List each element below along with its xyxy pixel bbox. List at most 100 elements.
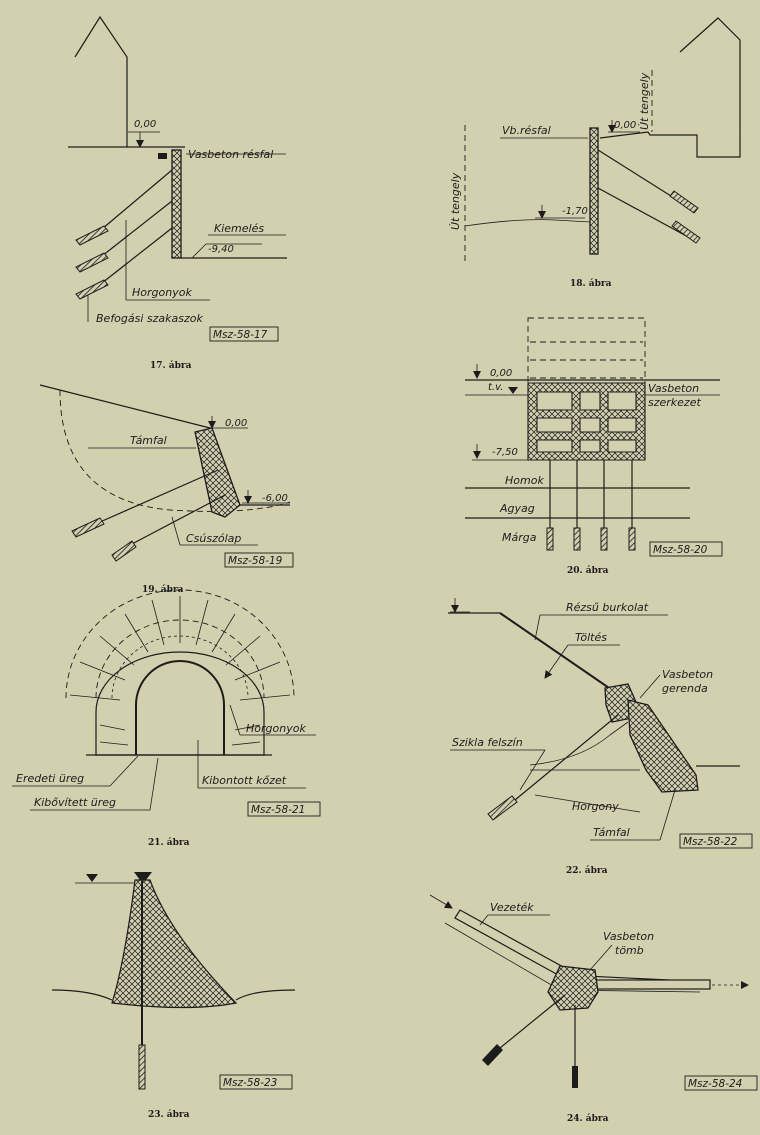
fixed-length-1: [669, 190, 699, 214]
figure-20: 0,00 t.v. -7,50 Vasbeton szerkezet Homok…: [465, 317, 723, 576]
ref-21: Msz-58-21: [251, 804, 305, 816]
figure-24: Vezeték Vasbeton tömb Msz-58-24 24. ábra: [429, 894, 758, 1124]
label-original: Eredeti üreg: [16, 772, 84, 785]
label-marl: Márga: [502, 531, 537, 544]
label-structure-line2: szerkezet: [648, 396, 701, 409]
anchor-root-2: [572, 1066, 578, 1088]
anchor-2: [597, 187, 691, 239]
label-anchor: Horgony: [572, 800, 619, 813]
anchor-2: [101, 200, 173, 257]
label-sand: Homok: [505, 474, 544, 487]
ref-20: Msz-58-20: [653, 544, 708, 556]
label-anchors: Horgonyok: [246, 722, 306, 735]
dam-body: [111, 879, 238, 1009]
pipe-horizontal: [594, 979, 711, 990]
anchor-1: [99, 469, 219, 523]
label-rock: Szikla felszín: [452, 736, 523, 749]
ref-19: Msz-58-19: [228, 555, 283, 567]
anchor-root: [487, 795, 518, 821]
diaphragm-wall: [589, 127, 599, 255]
rc-structure: [527, 382, 646, 461]
level-top-label: 0,00: [614, 120, 636, 131]
caption-21: 21. ábra: [148, 837, 190, 848]
house-outline: [599, 17, 741, 158]
water-level-icon: [86, 874, 98, 882]
ref-17: Msz-58-17: [213, 329, 268, 341]
ref-24: Msz-58-24: [688, 1078, 742, 1090]
figure-23: Msz-58-23 23. ábra: [51, 872, 296, 1120]
level-bottom-label: -1,70: [562, 206, 588, 217]
anchor-1: [101, 169, 173, 230]
crest-marker: [134, 872, 152, 884]
label-pipe: Vezeték: [490, 901, 534, 914]
label-axis-left: Út tengely: [449, 172, 462, 230]
anchor-2: [129, 494, 226, 546]
rock-surface: [529, 721, 629, 766]
level-bottom-label: -9,40: [208, 244, 234, 255]
label-wall: Vb.résfal: [502, 124, 551, 137]
anchor: [514, 714, 619, 801]
ref-22: Msz-58-22: [683, 836, 738, 848]
label-beam-line2: gerenda: [662, 682, 708, 695]
retaining-wall: [627, 699, 699, 793]
fixed-length-2: [671, 220, 701, 244]
label-rock: Kibontott kőzet: [202, 774, 287, 787]
slope-cover: [499, 612, 613, 691]
anchor-root-4: [628, 527, 636, 551]
label-block-line2: tömb: [615, 944, 644, 957]
label-wall: Támfal: [593, 826, 630, 839]
figure-19: 0,00 -6,00 Támfal Csúszólap Msz-58-19 19…: [39, 384, 294, 595]
anchor-root-1: [482, 1044, 503, 1066]
ref-23: Msz-58-23: [223, 1077, 277, 1089]
retaining-wall: [194, 427, 241, 518]
level-water-label: t.v.: [488, 382, 503, 393]
diaphragm-wall: [171, 149, 182, 259]
level-top-label: 0,00: [490, 368, 512, 379]
label-block-line1: Vasbeton: [603, 930, 654, 943]
level-top-label: 0,00: [134, 119, 156, 130]
fixed-length-1: [71, 517, 105, 538]
level-bottom-label: -7,50: [492, 447, 518, 458]
anchor-1: [499, 994, 566, 1049]
label-anchors: Horgonyok: [132, 286, 192, 299]
caption-24: 24. ábra: [567, 1113, 609, 1124]
caption-20: 20. ábra: [567, 565, 609, 576]
caption-22: 22. ábra: [566, 865, 608, 876]
anchor-root-1: [546, 527, 554, 551]
caption-23: 23. ábra: [148, 1109, 190, 1120]
label-fixed-length: Befogási szakaszok: [96, 312, 204, 325]
fixed-length-3: [75, 279, 109, 300]
enlarged-cavity: [95, 651, 265, 713]
label-enlarged: Kibővített üreg: [34, 796, 116, 809]
pipe-sloped: [454, 909, 566, 977]
right-foundation: [235, 989, 296, 1001]
anchor-root: [138, 1044, 146, 1090]
slip-surface: [59, 389, 291, 512]
lower-ground: [464, 219, 591, 227]
fixed-length-2: [111, 540, 137, 562]
upper-structure-outline: [527, 317, 646, 389]
label-slip: Csúszólap: [186, 532, 241, 545]
fixed-length-2: [75, 252, 109, 273]
original-cavity: [135, 660, 225, 755]
level-top-label: 0,00: [225, 418, 247, 429]
anchor-root-3: [600, 527, 608, 551]
radial-anchors: [69, 596, 291, 701]
label-axis-right: Út tengely: [638, 72, 651, 130]
caption-18: 18. ábra: [570, 278, 612, 289]
capping-beam: [158, 153, 167, 159]
level-bottom-label: -6,00: [262, 493, 288, 504]
slope-surface: [39, 384, 211, 429]
figure-21: Horgonyok Eredeti üreg Kibővített üreg K…: [12, 589, 321, 848]
caption-17: 17. ábra: [150, 360, 192, 371]
caption-19: 19. ábra: [142, 584, 184, 595]
anchor-3: [101, 227, 173, 284]
figure-22: Rézsű burkolat Töltés Vasbeton gerenda S…: [448, 598, 753, 876]
label-clay: Agyag: [499, 502, 535, 515]
label-beam-line1: Vasbeton: [662, 668, 713, 681]
anchor-root-2: [573, 527, 581, 551]
water-level-icon: [508, 387, 518, 394]
label-slope: Rézsű burkolat: [566, 601, 649, 614]
figure-18: Út tengely Út tengely 0,00 -1,70 Vb.résf…: [449, 17, 741, 289]
